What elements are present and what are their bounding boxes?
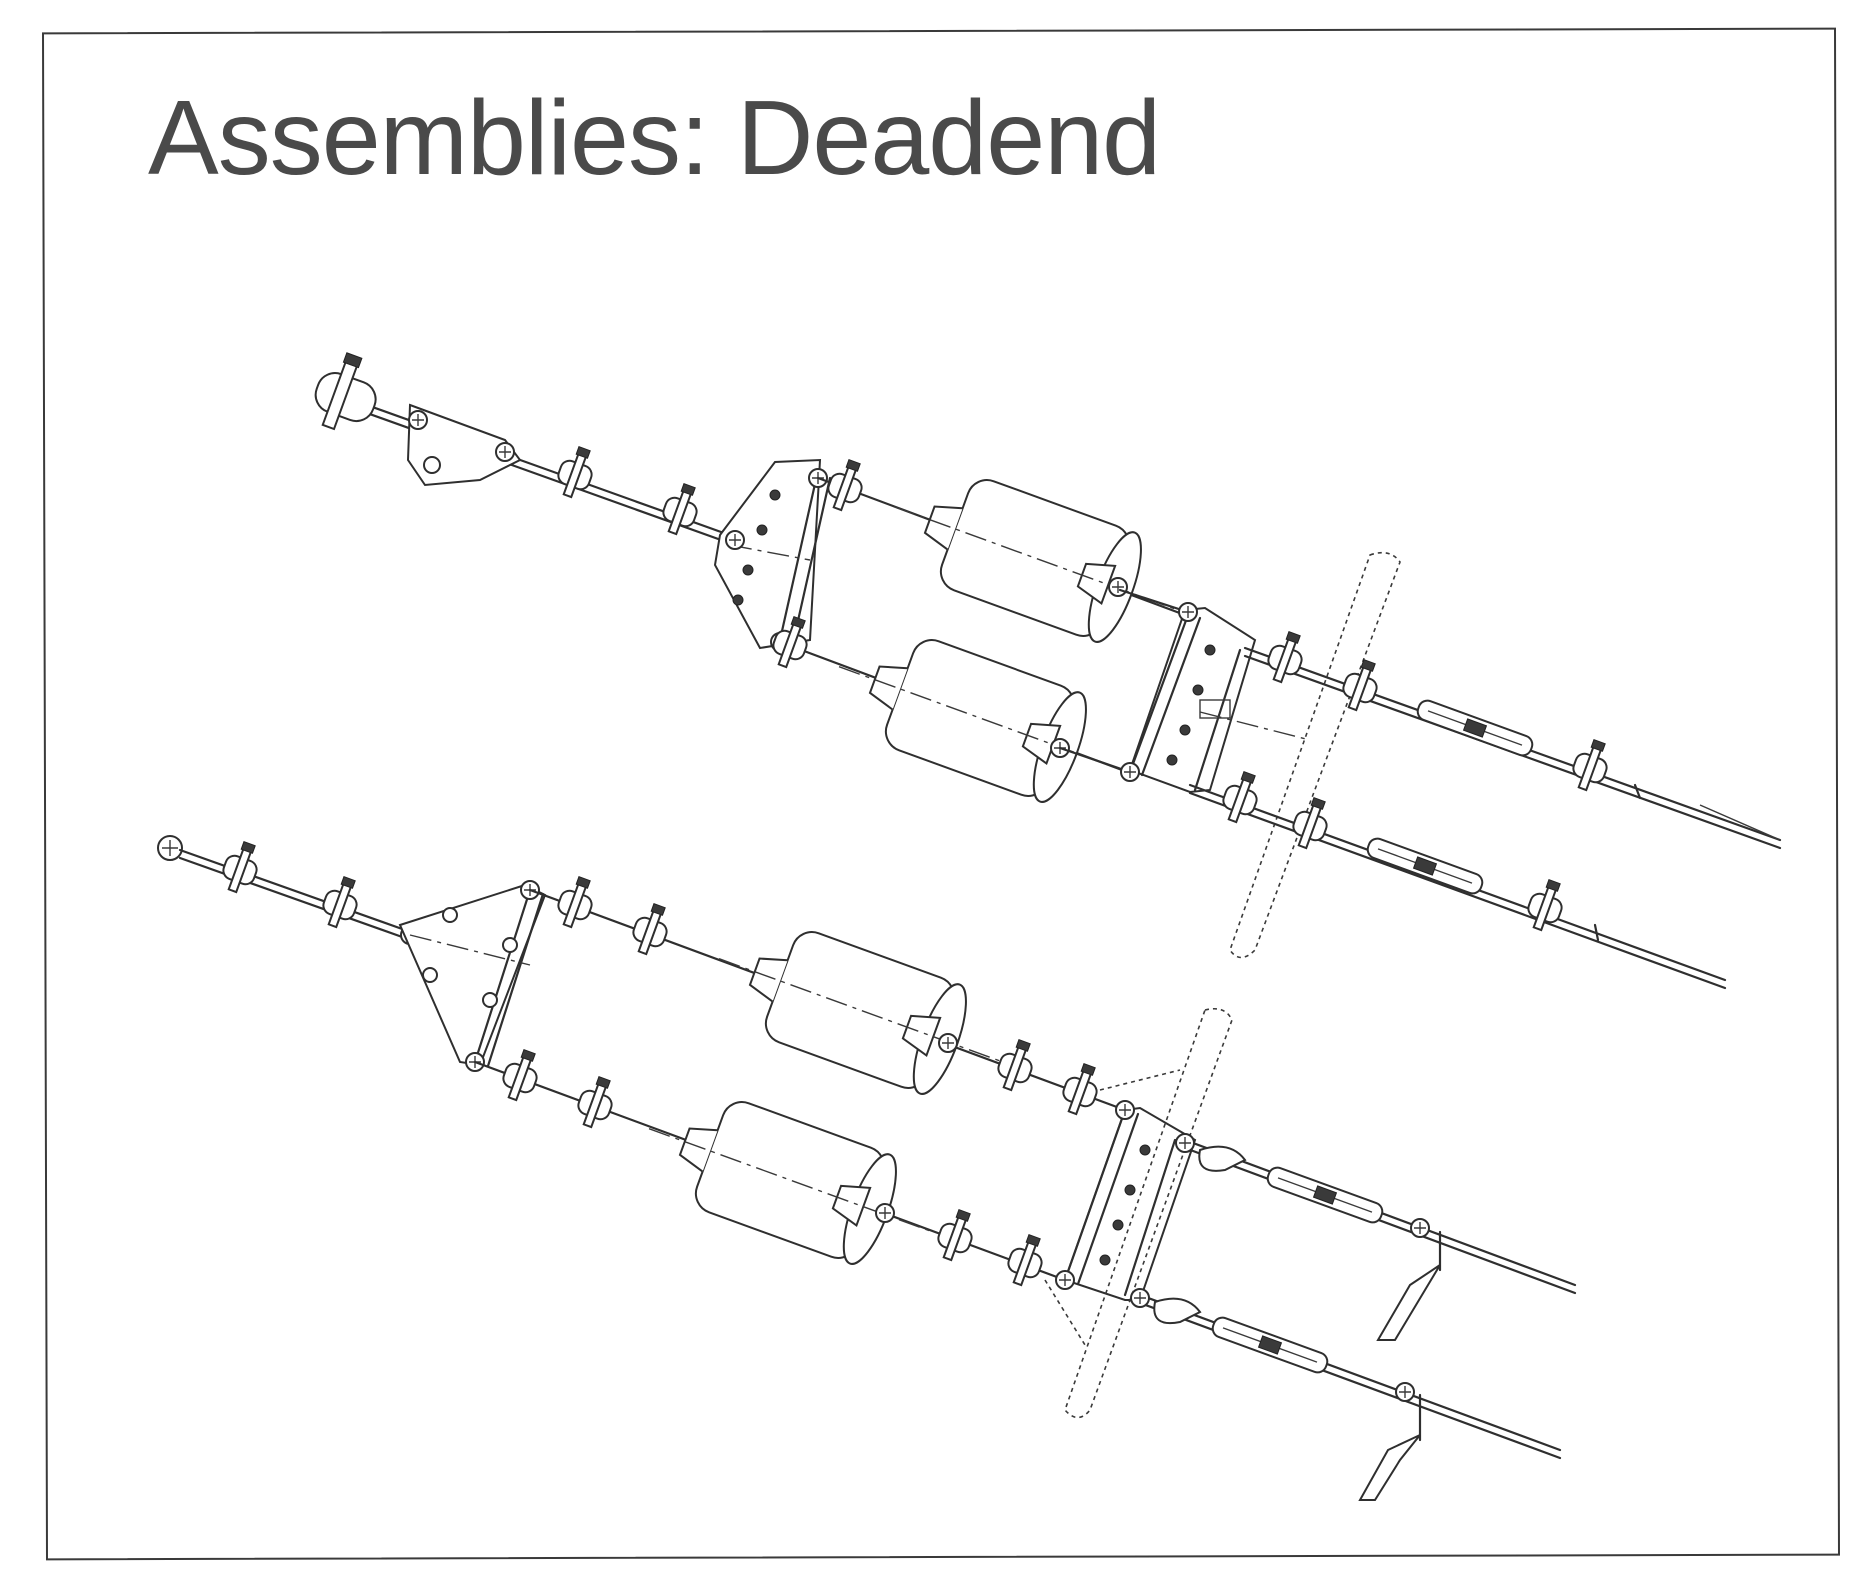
- upper-deadend-assembly: [314, 352, 1782, 990]
- lower-deadend-assembly: [157, 835, 1577, 1501]
- page-title: Assemblies: Deadend: [148, 79, 1161, 197]
